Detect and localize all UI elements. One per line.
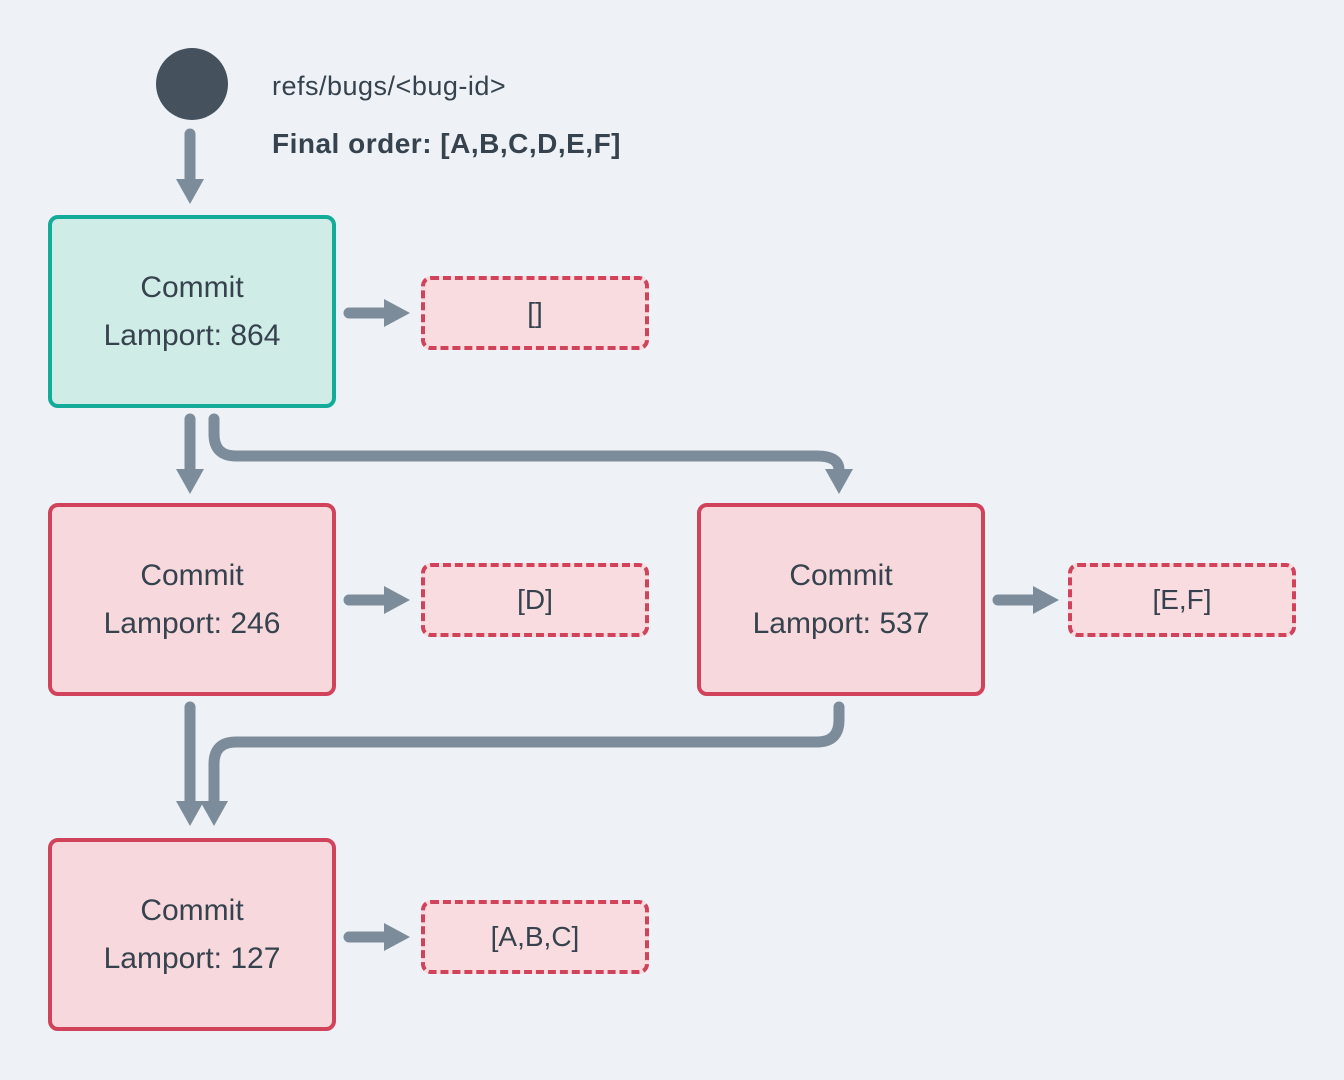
payload-box-246: [D] (421, 563, 649, 637)
arrowhead-commit-246-to-commit-127 (176, 801, 204, 826)
arrowhead-commit-537-to-payload (1033, 586, 1059, 614)
edge-commit-537-to-commit-127 (208, 701, 845, 809)
payload-box-864: [] (421, 276, 649, 350)
commit-node-246: Commit Lamport: 246 (48, 503, 336, 696)
payload-box-537: [E,F] (1068, 563, 1296, 637)
arrowhead-ref-to-commit-864 (176, 179, 204, 204)
ref-node-circle (156, 48, 228, 120)
commit-title: Commit (140, 893, 244, 927)
commit-lamport: Lamport: 127 (103, 941, 281, 975)
arrowhead-commit-246-to-payload (384, 586, 410, 614)
arrowhead-commit-864-to-commit-537 (825, 469, 853, 494)
commit-lamport: Lamport: 864 (103, 318, 281, 352)
ref-label: refs/bugs/<bug-id> (272, 71, 507, 101)
commit-title: Commit (140, 558, 244, 592)
final-order-label: Final order: [A,B,C,D,E,F] (272, 128, 621, 159)
commit-node-864: Commit Lamport: 864 (48, 215, 336, 408)
payload-box-127: [A,B,C] (421, 900, 649, 974)
commit-lamport: Lamport: 246 (103, 606, 281, 640)
commit-title: Commit (140, 270, 244, 304)
arrowhead-commit-864-to-commit-246 (176, 469, 204, 494)
arrowhead-commit-537-to-commit-127 (200, 801, 228, 826)
arrowhead-commit-127-to-payload (384, 923, 410, 951)
commit-node-537: Commit Lamport: 537 (697, 503, 985, 696)
commit-title: Commit (789, 558, 893, 592)
edge-commit-864-to-commit-537 (208, 413, 845, 476)
commit-node-127: Commit Lamport: 127 (48, 838, 336, 1031)
commit-lamport: Lamport: 537 (752, 606, 930, 640)
arrowhead-commit-864-to-payload (384, 299, 410, 327)
